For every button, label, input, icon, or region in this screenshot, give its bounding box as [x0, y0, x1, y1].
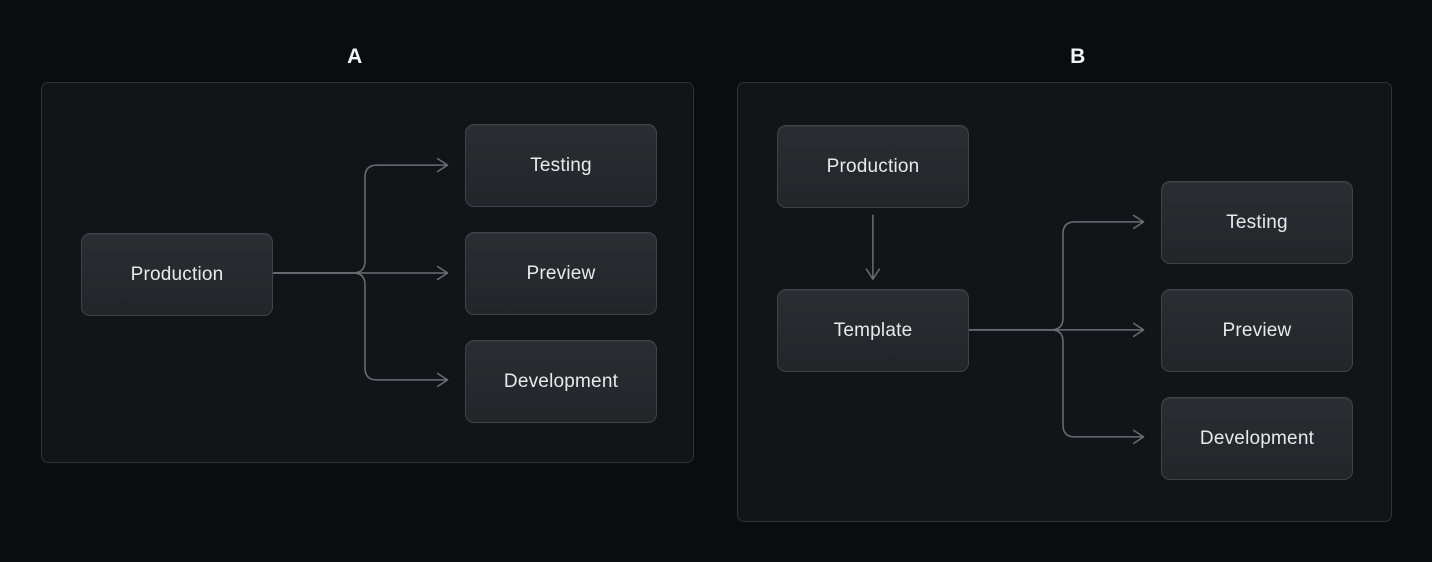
node-production: Production: [777, 125, 969, 208]
connector-production-development: [271, 272, 449, 388]
connector-template-preview: [967, 322, 1145, 338]
node-preview-label: Preview: [526, 262, 596, 284]
node-preview-label: Preview: [1222, 319, 1292, 341]
node-production: Production: [81, 233, 273, 316]
node-template: Template: [777, 289, 969, 372]
node-development: Development: [1161, 397, 1353, 480]
panel-a-label: A: [347, 45, 363, 68]
node-preview: Preview: [465, 232, 657, 315]
node-development: Development: [465, 340, 657, 423]
connector-template-development: [967, 329, 1145, 445]
node-testing-label: Testing: [530, 154, 592, 176]
connector-template-testing: [967, 214, 1145, 331]
connector-production-testing: [271, 157, 449, 274]
panel-a: Production Testing Preview Development: [41, 82, 694, 463]
node-template-label: Template: [833, 319, 913, 341]
panel-b: Production Template Testing Preview Deve…: [737, 82, 1392, 522]
node-development-label: Development: [503, 370, 619, 392]
node-development-label: Development: [1199, 427, 1315, 449]
connector-production-template: [865, 214, 881, 280]
node-production-label: Production: [826, 155, 920, 177]
connector-production-preview: [271, 265, 449, 281]
node-testing: Testing: [465, 124, 657, 207]
node-production-label: Production: [130, 263, 224, 285]
node-testing-label: Testing: [1226, 211, 1288, 233]
node-preview: Preview: [1161, 289, 1353, 372]
panel-b-label: B: [1070, 45, 1086, 68]
node-testing: Testing: [1161, 181, 1353, 264]
